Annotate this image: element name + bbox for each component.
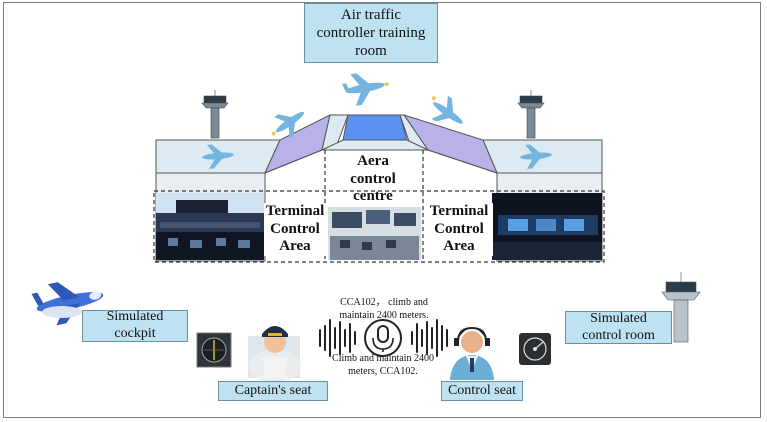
control-tower-icon (517, 90, 545, 139)
controller-avatar (450, 326, 494, 380)
center-control-photo (328, 207, 421, 260)
right-area-label: Terminal Control Area (425, 203, 493, 257)
sim-control-box: Simulated control room (565, 311, 672, 344)
dashed-outline (153, 190, 605, 263)
airplane-icon (202, 144, 234, 169)
right-control-photo (492, 193, 602, 260)
control-tower-icon (201, 90, 229, 139)
message-bottom: Climb and maintain 2400 meters, CCA102. (332, 353, 434, 377)
captain-seat-box: Captain's seat (218, 381, 328, 401)
left-area-label: Terminal Control Area (264, 203, 326, 257)
radar-icon (519, 333, 551, 365)
center-area-label: Aera control centre (350, 153, 396, 205)
control-tower-icon (661, 272, 701, 343)
airplane-icon (341, 73, 389, 106)
control-seat-text: Control seat (447, 382, 517, 398)
airplane-icon (520, 144, 552, 169)
compass-icon (196, 332, 232, 368)
center-top-blue (342, 114, 408, 141)
control-seat-box: Control seat (441, 381, 523, 401)
sound-wave (319, 319, 448, 357)
airplane-icon (431, 95, 463, 124)
sim-control-text: Simulated control room (582, 310, 655, 343)
microphone-icon (364, 319, 402, 357)
captain-seat-text: Captain's seat (234, 382, 312, 398)
sim-cockpit-text: Simulated cockpit (106, 309, 164, 341)
title-box: Air traffic controller training room (304, 3, 438, 63)
diagram-frame (3, 2, 761, 418)
message-top: CCA102， climb and maintain 2400 meters. (339, 297, 429, 321)
pilot-avatar (248, 326, 301, 382)
airplane-icon (271, 111, 305, 139)
sim-cockpit-box: Simulated cockpit (82, 309, 188, 342)
left-control-photo (156, 193, 264, 260)
title-text: Air traffic controller training room (316, 7, 426, 59)
